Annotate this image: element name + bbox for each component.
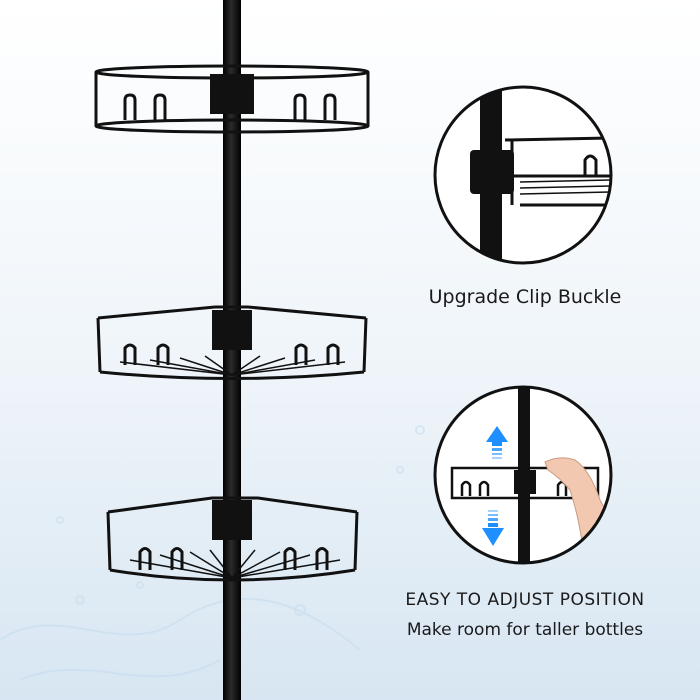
clip-buckle-closeup-border — [433, 85, 613, 265]
arrow-up-icon — [486, 426, 508, 459]
adjust-position-subtitle: Make room for taller bottles — [406, 620, 644, 640]
clip-buckle-caption: Upgrade Clip Buckle — [428, 286, 622, 308]
clip-buckle-closeup — [435, 87, 611, 263]
shelf-top — [94, 64, 370, 134]
adjust-position-closeup — [435, 387, 611, 563]
shelf-bottom — [106, 496, 359, 582]
water-splash — [0, 425, 425, 681]
shelf-middle — [96, 305, 368, 380]
adjust-position-title: EASY TO ADJUST POSITION — [405, 590, 645, 610]
arrow-down-icon — [482, 510, 504, 546]
adjust-position-closeup-border — [433, 385, 613, 565]
